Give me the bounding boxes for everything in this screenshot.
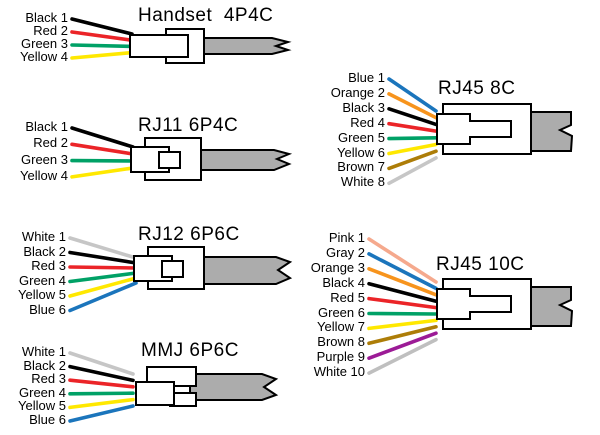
wire-label-handset-4p4c-1: Black 1	[25, 10, 68, 25]
rj11-cable	[189, 149, 293, 171]
wire-label-mmj-6p6c-5: Yellow 5	[18, 398, 66, 414]
wire-handset-4p4c-3	[70, 43, 134, 49]
handset-connector-body	[129, 34, 189, 58]
wire-rj45-10c-10	[367, 337, 438, 375]
mmj-connector-tip	[135, 381, 175, 406]
wire-rj45-10c-8	[367, 324, 438, 346]
wire-label-rj45-10c-6: Green 6	[318, 304, 365, 320]
title-rj45-8c: RJ45 8C	[438, 78, 516, 99]
rj45-10c-cable	[527, 286, 574, 327]
wire-label-rj12-6p6c-5: Yellow 5	[18, 287, 66, 302]
wire-mmj-6p6c-1	[68, 351, 135, 376]
wire-rj45-8c-3	[387, 107, 438, 127]
title-rj45-10c: RJ45 10C	[436, 254, 525, 275]
title-mmj-6p6c: MMJ 6P6C	[141, 340, 239, 361]
wire-rj45-10c-9	[367, 331, 438, 361]
wire-rj45-10c-6	[367, 311, 438, 316]
wire-label-rj11-6p4c-2: Red 2	[33, 135, 68, 151]
wire-label-rj45-10c-10: White 10	[313, 364, 365, 380]
wire-label-rj45-8c-6: Yellow 6	[337, 144, 385, 160]
wire-label-rj45-10c-8: Brown 8	[317, 334, 365, 350]
wire-label-rj45-10c-5: Red 5	[330, 289, 365, 305]
wire-label-rj45-8c-4: Red 4	[350, 114, 385, 130]
wire-label-rj11-6p4c-3: Green 3	[21, 151, 68, 167]
wire-label-rj45-10c-9: Purple 9	[316, 349, 365, 365]
wire-label-rj12-6p6c-4: Green 4	[19, 272, 66, 288]
wire-handset-4p4c-1	[70, 17, 134, 36]
title-rj12-6p6c: RJ12 6P6C	[138, 224, 240, 245]
rj12-cable	[195, 256, 293, 285]
rj12-connector-latch	[161, 260, 184, 278]
wire-rj12-6p6c-6	[68, 281, 138, 313]
wire-label-rj45-10c-1: Pink 1	[328, 230, 365, 245]
wire-label-rj45-10c-2: Gray 2	[325, 244, 365, 260]
wire-label-rj12-6p6c-2: Black 2	[23, 243, 66, 259]
wire-rj12-6p6c-5	[68, 276, 138, 298]
title-rj11-6p4c: RJ11 6P4C	[138, 115, 239, 136]
wire-rj45-8c-2	[387, 92, 438, 120]
wire-rj45-8c-6	[387, 142, 438, 156]
title-handset-4p4c: Handset 4P4C	[138, 5, 274, 26]
wire-rj45-10c-1	[367, 237, 438, 284]
wire-rj12-6p6c-1	[68, 236, 138, 260]
rj45-8c-cable	[527, 111, 574, 152]
wire-handset-4p4c-2	[70, 30, 134, 43]
wire-label-rj12-6p6c-6: Blue 6	[29, 301, 66, 317]
wire-label-rj11-6p4c-1: Black 1	[25, 119, 68, 134]
wire-rj45-8c-4	[387, 121, 438, 133]
wire-rj45-10c-4	[367, 281, 438, 304]
wire-mmj-6p6c-4	[68, 391, 135, 396]
wire-rj11-6p4c-4	[70, 166, 135, 179]
wire-label-mmj-6p6c-1: White 1	[21, 344, 66, 359]
wire-label-rj45-8c-2: Orange 2	[330, 84, 385, 100]
wire-mmj-6p6c-2	[68, 364, 135, 383]
wire-rj11-6p4c-2	[70, 142, 135, 156]
wire-label-handset-4p4c-2: Red 2	[33, 23, 68, 38]
wire-rj12-6p6c-3	[68, 265, 138, 270]
wire-rj45-10c-3	[367, 266, 438, 297]
wire-label-rj45-8c-1: Blue 1	[348, 70, 385, 85]
wire-rj11-6p4c-1	[70, 126, 135, 149]
wire-rj45-8c-7	[387, 149, 438, 171]
wire-rj45-8c-8	[387, 156, 438, 186]
wire-label-rj12-6p6c-3: Red 3	[31, 258, 66, 273]
wire-handset-4p4c-4	[70, 50, 134, 60]
wire-label-rj45-8c-8: White 8	[340, 174, 385, 190]
wire-rj12-6p6c-2	[68, 250, 138, 265]
wire-rj12-6p6c-4	[68, 271, 138, 284]
wire-label-handset-4p4c-4: Yellow 4	[20, 49, 68, 64]
wire-label-mmj-6p6c-3: Red 3	[31, 371, 66, 387]
wire-label-rj45-8c-3: Black 3	[342, 99, 385, 115]
wire-label-mmj-6p6c-6: Blue 6	[29, 412, 66, 427]
wire-mmj-6p6c-5	[68, 397, 135, 410]
wire-mmj-6p6c-6	[68, 404, 135, 423]
wire-rj45-10c-2	[367, 252, 438, 291]
wire-rj45-8c-5	[387, 136, 438, 141]
wire-rj45-8c-1	[387, 77, 438, 113]
wire-mmj-6p6c-3	[68, 378, 135, 389]
rj11-connector-latch	[158, 151, 181, 169]
wire-label-handset-4p4c-3: Green 3	[21, 36, 68, 51]
mmj-cable	[189, 373, 279, 401]
wire-label-rj12-6p6c-1: White 1	[21, 229, 66, 244]
wire-label-rj45-8c-7: Brown 7	[337, 159, 385, 175]
wire-label-rj45-10c-3: Orange 3	[310, 259, 365, 275]
wire-label-rj45-10c-7: Yellow 7	[317, 319, 365, 335]
wire-rj45-10c-5	[367, 296, 438, 310]
wire-label-rj11-6p4c-4: Yellow 4	[20, 167, 68, 183]
wire-rj45-10c-7	[367, 318, 438, 331]
wire-label-mmj-6p6c-4: Green 4	[19, 384, 66, 400]
wire-label-rj45-10c-4: Black 4	[322, 274, 365, 290]
rj45-8c-connector-pins	[436, 113, 512, 145]
wire-label-mmj-6p6c-2: Black 2	[23, 357, 66, 373]
wire-label-rj45-8c-5: Green 5	[338, 129, 385, 145]
rj45-10c-connector-pins	[436, 288, 512, 320]
